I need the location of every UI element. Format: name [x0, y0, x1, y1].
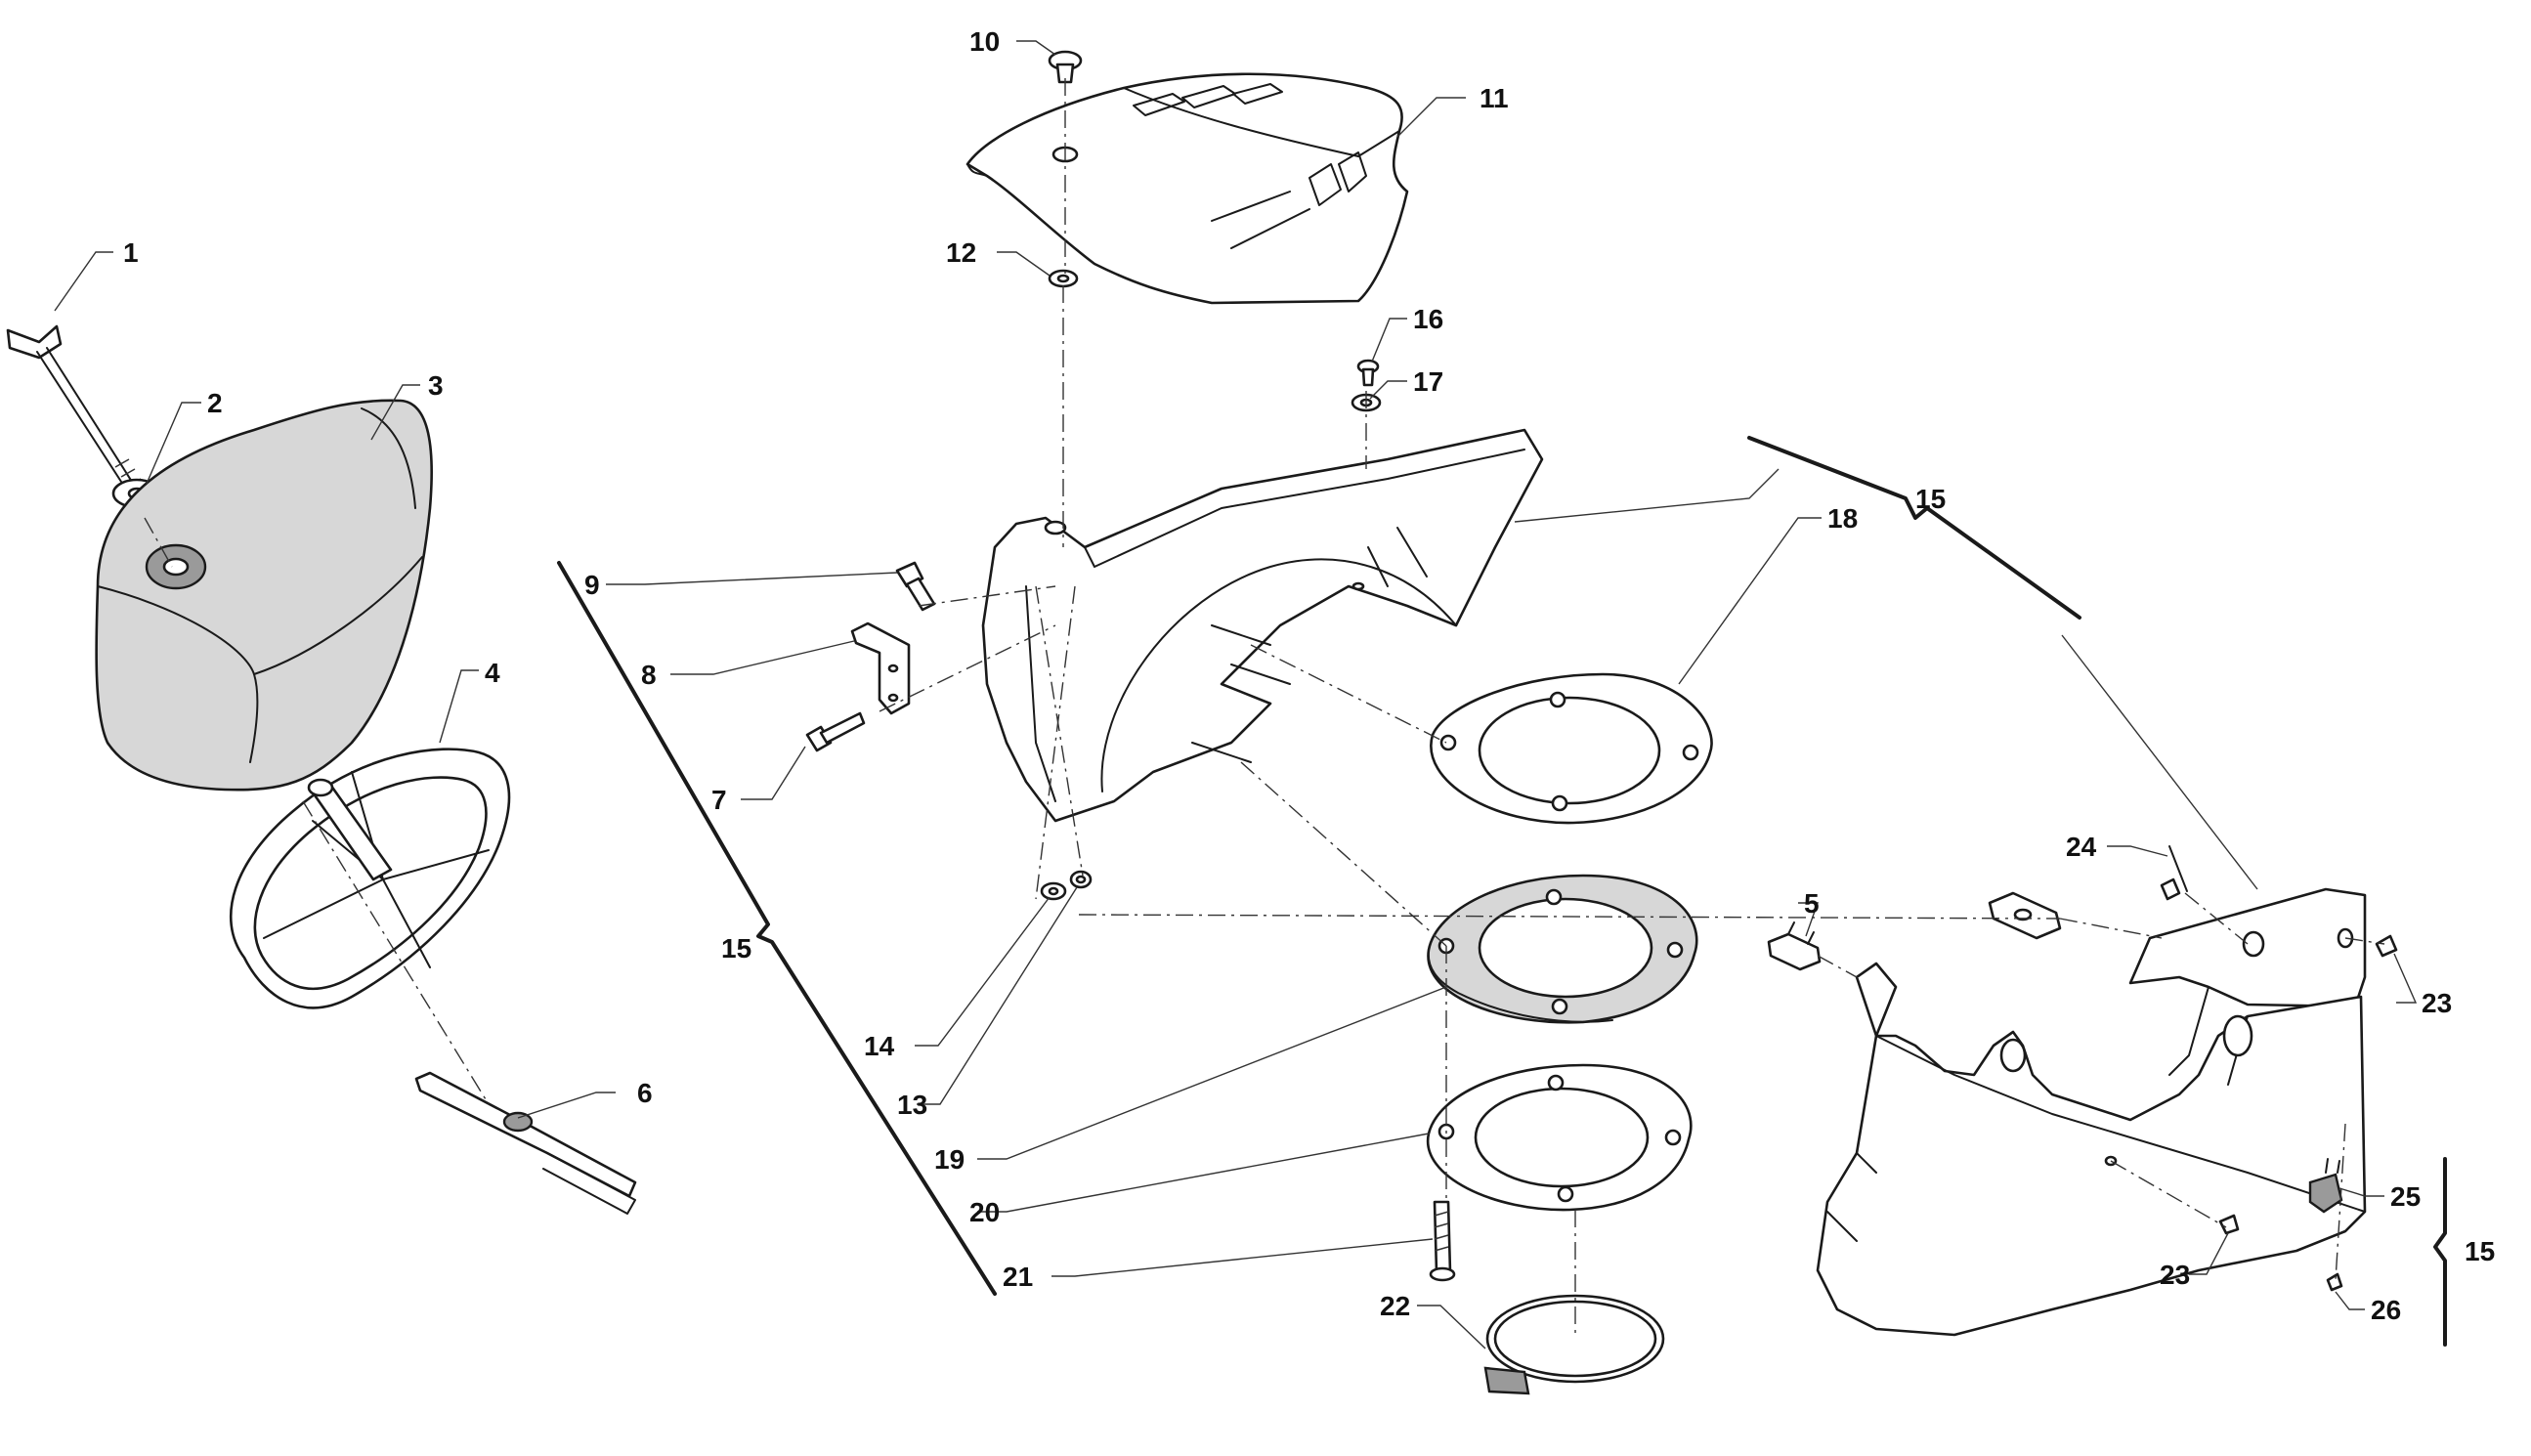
- part-25-clip: [2308, 1158, 2343, 1214]
- part-5-clip: [1767, 921, 1822, 971]
- part-16-screw: [1356, 359, 1380, 387]
- callout-24: 24: [2066, 832, 2097, 862]
- part-8-bracket: [850, 621, 911, 715]
- callout-3: 3: [428, 370, 444, 401]
- part-23-screw-lower: [2218, 1214, 2240, 1235]
- part-21-screw: [1429, 1200, 1456, 1282]
- assembly-axes: [144, 78, 2385, 1339]
- part-12-washer: [1048, 269, 1079, 288]
- callout-15-top: 15: [1915, 484, 1946, 514]
- callout-21: 21: [1003, 1262, 1033, 1292]
- callout-23-upper: 23: [2422, 988, 2452, 1018]
- callout-15-right: 15: [2465, 1236, 2495, 1266]
- callout-9: 9: [584, 570, 600, 600]
- leader-lines: [54, 40, 2418, 1349]
- part-9-bolt: [895, 561, 936, 612]
- callout-11: 11: [1480, 83, 1509, 113]
- callout-10: 10: [969, 26, 1000, 57]
- callout-7: 7: [711, 785, 727, 815]
- callout-12: 12: [946, 237, 976, 268]
- part-23-screw-upper: [2375, 934, 2398, 958]
- callout-25: 25: [2390, 1181, 2421, 1212]
- part-4-filter-frame: [229, 748, 511, 1009]
- part-7-bolt: [805, 711, 866, 752]
- callout-4: 4: [485, 658, 500, 688]
- part-11-top-cover: [965, 72, 1409, 305]
- part-18-gasket: [1430, 672, 1713, 825]
- part-13-nut: [1069, 870, 1093, 889]
- part-26-screw: [2326, 1272, 2343, 1292]
- part-6-blade: [414, 1071, 637, 1215]
- part-10-screw: [1048, 50, 1083, 84]
- callout-5: 5: [1804, 888, 1820, 919]
- callout-16: 16: [1413, 304, 1443, 334]
- part-19-grey-gasket: [1427, 874, 1698, 1024]
- center-shroud: [981, 428, 1544, 823]
- callout-23-lower: 23: [2160, 1260, 2190, 1290]
- callout-1: 1: [123, 237, 139, 268]
- callout-14: 14: [864, 1031, 895, 1061]
- bracket-15-top: [1747, 436, 2081, 620]
- callouts: 1 2 3 4 5 6 7 8 9 10 11 12 13 14 15 16 1…: [123, 26, 2495, 1325]
- part-14-washer: [1040, 881, 1067, 901]
- bracket-15-right: [2433, 1157, 2447, 1347]
- callout-18: 18: [1827, 503, 1858, 534]
- callout-26: 26: [2371, 1295, 2401, 1325]
- callout-13: 13: [897, 1090, 927, 1120]
- part-24-nut-plate: [1988, 891, 2062, 940]
- callout-20: 20: [969, 1197, 1000, 1227]
- callout-17: 17: [1413, 366, 1443, 397]
- callout-22: 22: [1380, 1291, 1410, 1321]
- callout-15-left: 15: [721, 933, 751, 964]
- right-shroud: [1816, 887, 2367, 1337]
- part-22-hose-clamp: [1483, 1294, 1665, 1395]
- part-20-flange: [1426, 1063, 1693, 1212]
- callout-19: 19: [934, 1144, 965, 1175]
- part-3-tank: [95, 399, 433, 792]
- callout-8: 8: [641, 660, 657, 690]
- callout-6: 6: [637, 1078, 653, 1108]
- part-24-pin: [2160, 845, 2188, 901]
- bracket-15-left: [557, 561, 997, 1296]
- callout-2: 2: [207, 388, 223, 418]
